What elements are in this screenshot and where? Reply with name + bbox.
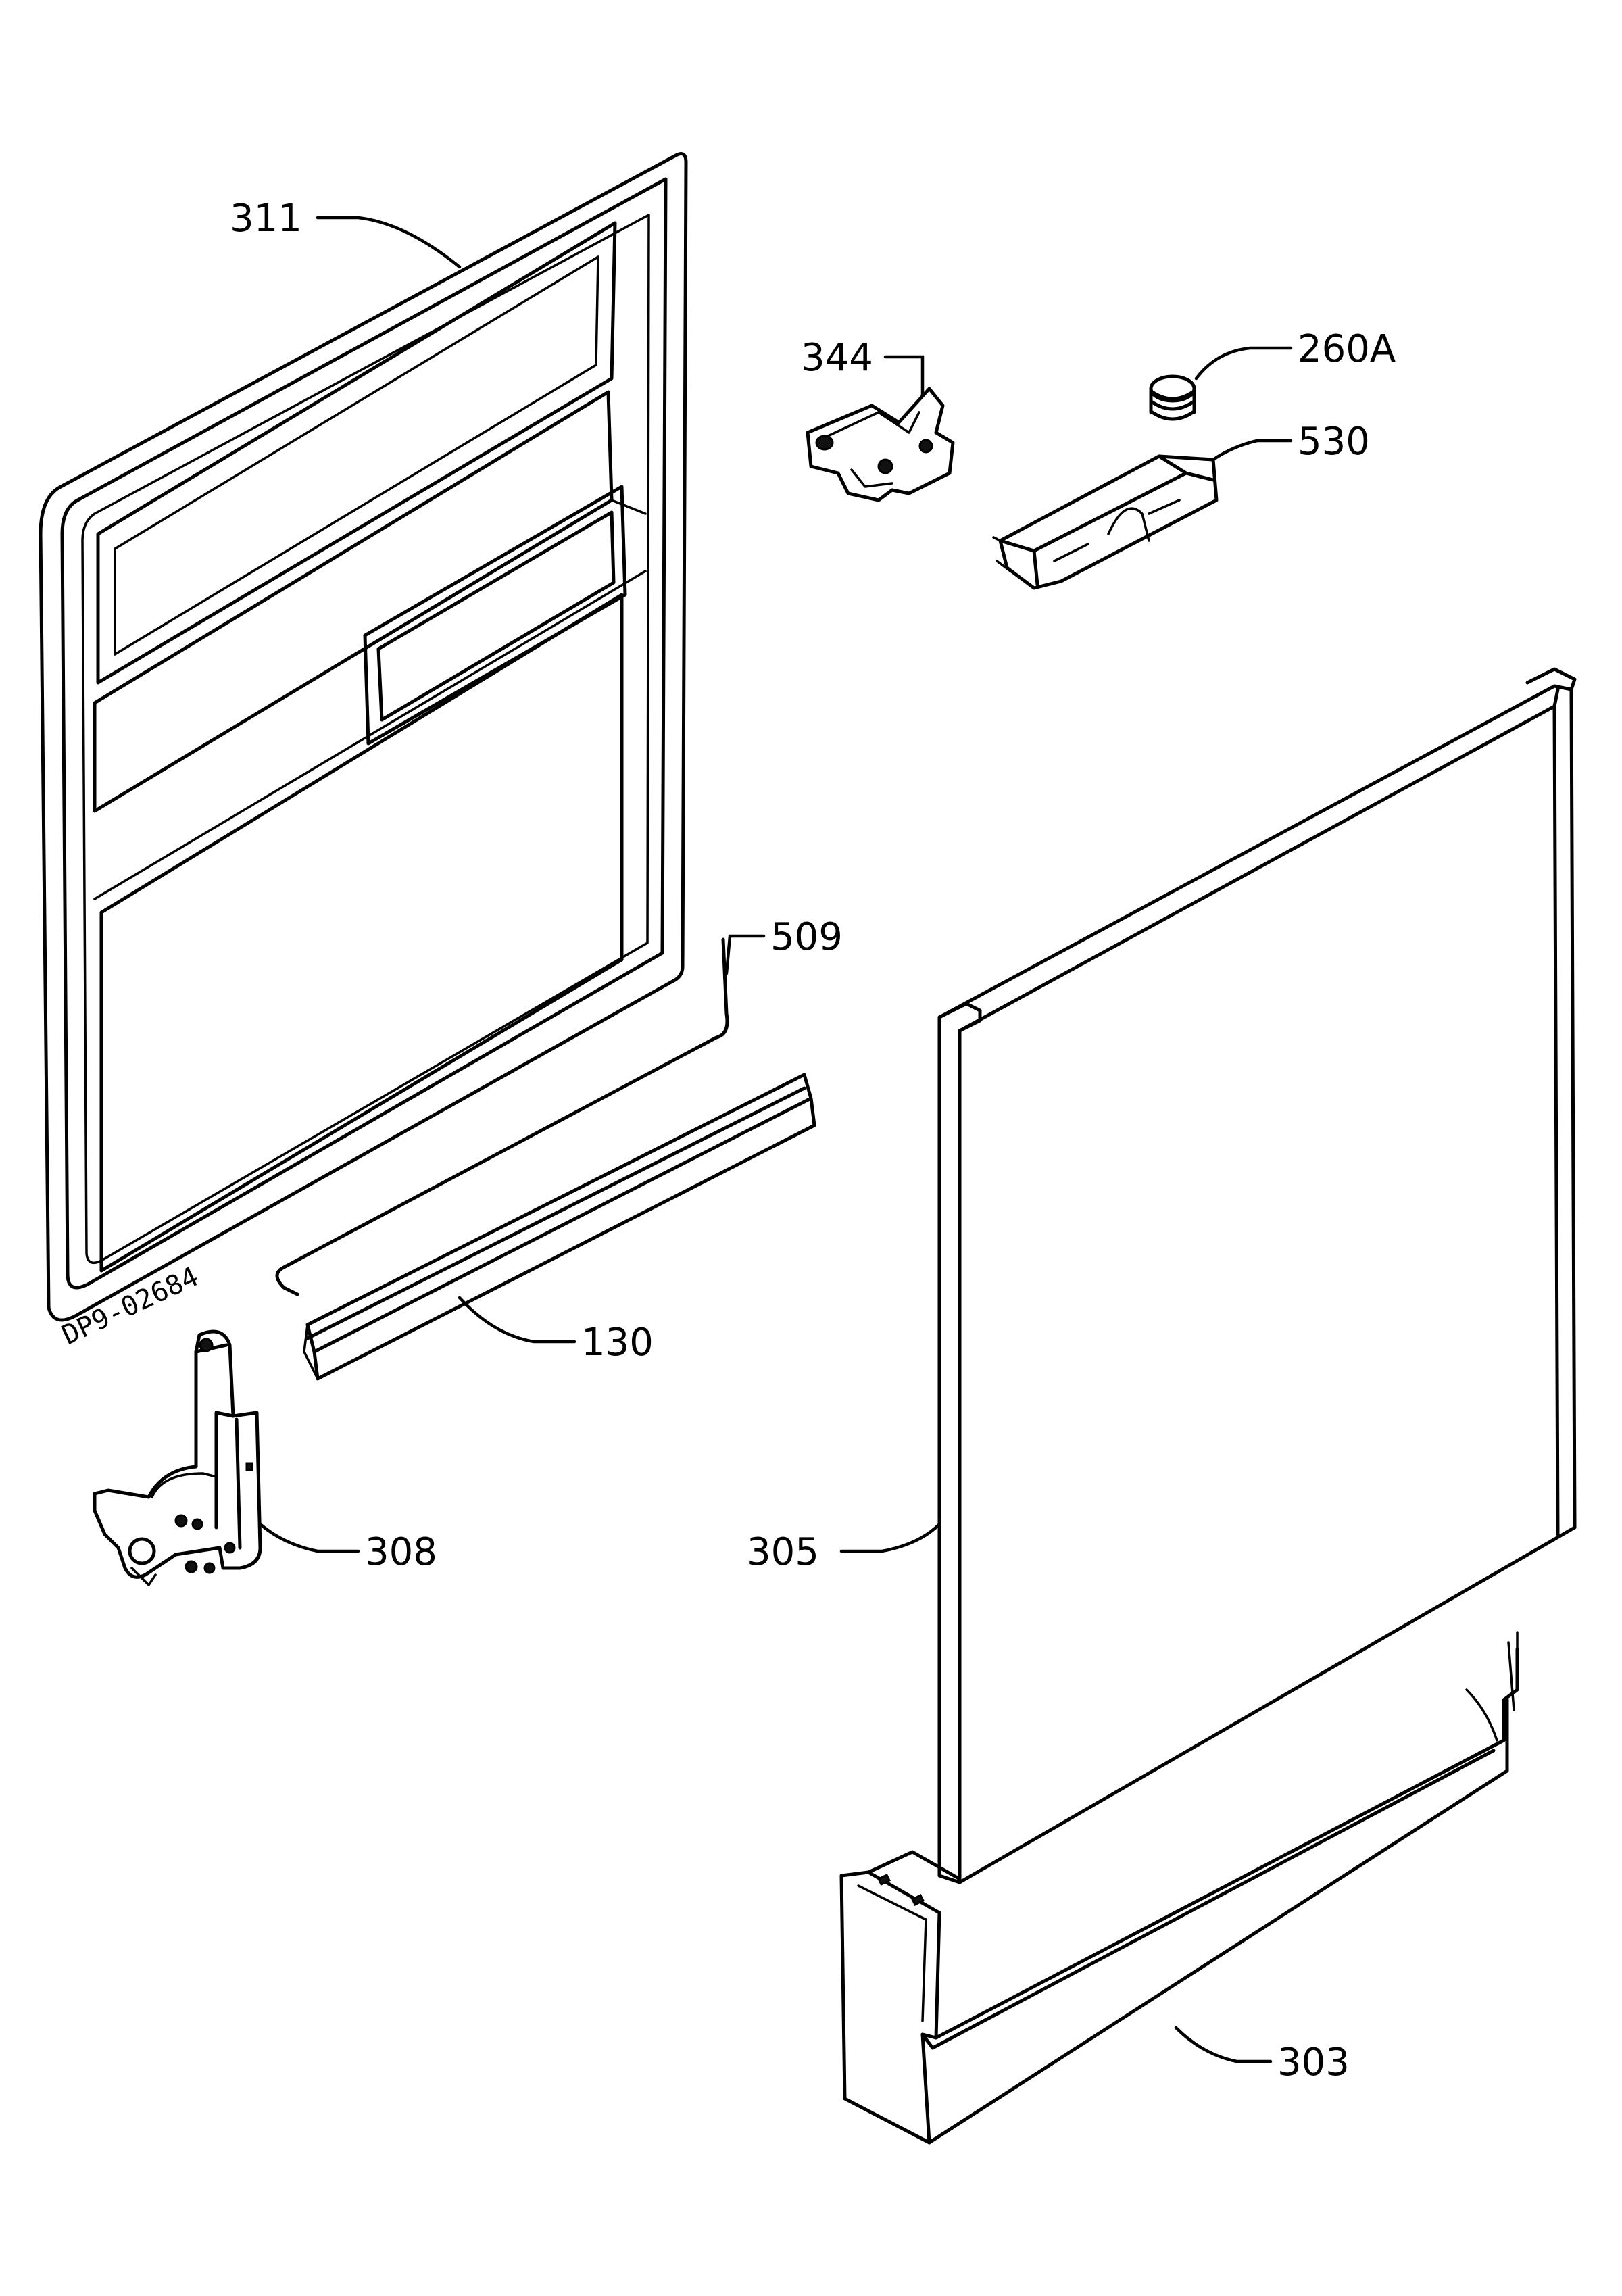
callout-260A: 260A [1298,327,1396,371]
callout-labels: 311 344 260A 530 509 130 308 305 303 [230,197,1396,2084]
part-530-catch-housing [992,454,1219,590]
callout-305: 305 [747,1530,819,1574]
part-130-seal-strip [303,1073,816,1381]
callout-530: 530 [1298,420,1370,464]
part-311-inner-door [39,152,688,1322]
leader-308 [258,1522,360,1553]
leader-509 [724,934,766,975]
callout-311: 311 [230,197,302,241]
leader-311 [316,216,462,269]
leader-260A [1194,346,1293,381]
part-305-outer-door [937,667,1577,1884]
part-308-hinge [93,1329,262,1586]
leader-344 [883,355,925,397]
part-509-rod [275,937,729,1296]
part-303-kick-panel [839,1631,1519,2145]
leader-530 [1211,439,1293,462]
callout-303: 303 [1277,2041,1350,2084]
callout-308: 308 [365,1530,437,1574]
part-260A-spring [1149,374,1196,421]
part-344-latch [806,387,955,502]
leader-lines [258,216,1293,2063]
callout-509: 509 [770,915,843,959]
callout-344: 344 [801,336,873,380]
leader-130 [458,1296,576,1344]
leader-305 [839,1522,941,1553]
drawing-code: DP9-02684 [57,1261,203,1351]
leader-303 [1174,2026,1273,2063]
callout-130: 130 [581,1321,654,1365]
